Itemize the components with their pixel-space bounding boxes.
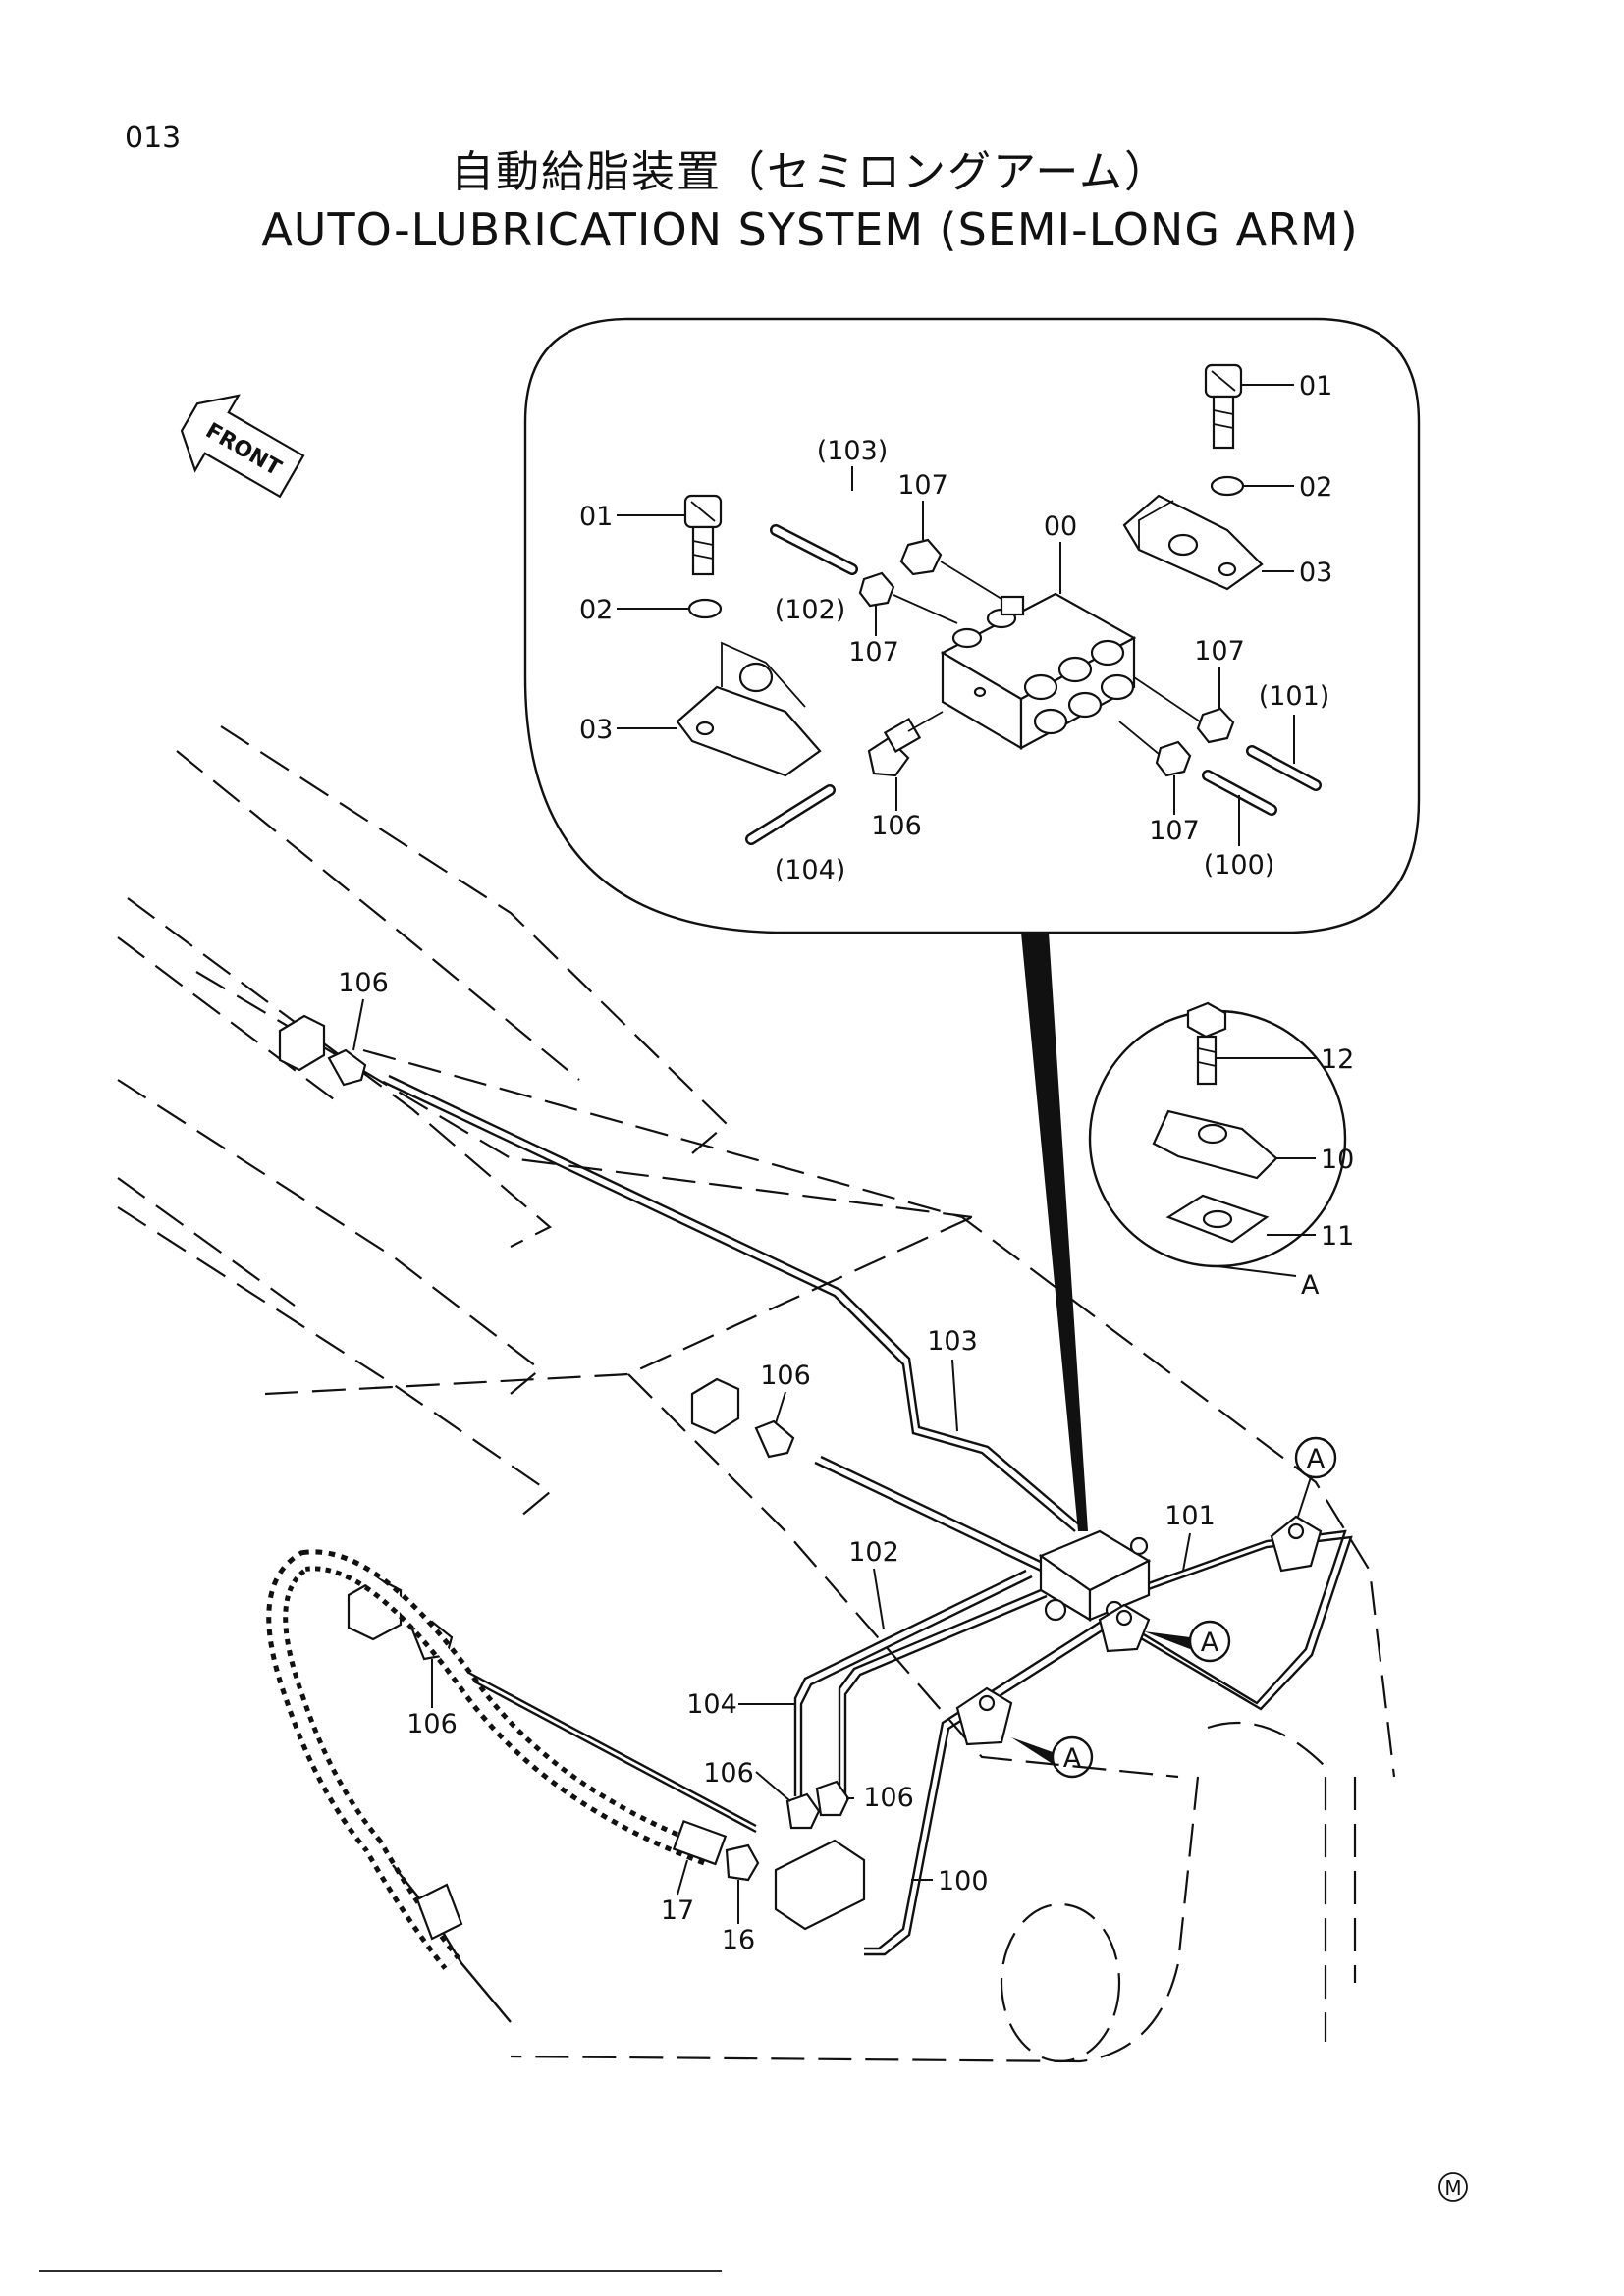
label-clamp: 10 — [1321, 1145, 1354, 1175]
pipe-clamp — [955, 1686, 1013, 1746]
fitting-block — [690, 1377, 795, 1459]
label-fitting-top-left: 106 — [338, 968, 389, 998]
label-pipe-101-detail: (101) — [1259, 681, 1330, 712]
label-bracket-left: 03 — [579, 715, 613, 745]
label-nut-right-top: 107 — [1194, 636, 1245, 667]
label-bolt-left: 01 — [579, 502, 613, 532]
bracket-icon — [1122, 494, 1264, 591]
label-fitting-low-left: 106 — [703, 1758, 754, 1789]
pipe-clamp — [1098, 1603, 1151, 1653]
bracket-icon — [676, 641, 822, 777]
label-nut-right-bottom: 107 — [1149, 816, 1200, 846]
label-pipe-103: 103 — [927, 1326, 978, 1357]
callout-a3: A — [1063, 1743, 1082, 1774]
label-fitting-left: 106 — [406, 1709, 458, 1739]
label-pipe-103-detail: (103) — [817, 436, 889, 466]
label-pipe-104: 104 — [686, 1689, 737, 1720]
label-fitting-mid: 106 — [760, 1361, 811, 1391]
detail-a-label: A — [1301, 1270, 1320, 1301]
clamp-icon — [1152, 1109, 1278, 1180]
washer-icon — [687, 598, 723, 619]
distributor-block-icon — [1038, 1529, 1152, 1622]
bolt-icon — [1204, 363, 1243, 450]
label-bolt-right: 01 — [1299, 371, 1332, 401]
distributor-block-icon — [940, 592, 1137, 750]
distributor-detail-view: 01 02 03 01 02 — [523, 317, 1421, 1531]
callout-a1: A — [1307, 1444, 1326, 1474]
boom-outline — [117, 725, 1396, 2063]
nut-icon — [1196, 707, 1235, 744]
clamp-detail-view: 12 10 11 A — [1088, 1001, 1354, 1301]
label-washer-right: 02 — [1299, 472, 1332, 503]
label-plate: 11 — [1321, 1221, 1354, 1252]
fitting-block — [774, 1780, 866, 1931]
bolt-icon — [683, 494, 723, 576]
mark-circle — [1438, 2172, 1468, 2202]
label-fitting-low-right: 106 — [863, 1783, 914, 1813]
label-fitting-detail: 106 — [871, 811, 922, 841]
label-pipe-104-detail: (104) — [775, 855, 846, 885]
label-pipe-100: 100 — [938, 1866, 989, 1896]
bolt-icon — [1186, 1001, 1227, 1039]
label-pipe-100-detail: (100) — [1204, 850, 1275, 881]
callout-a2: A — [1201, 1628, 1219, 1658]
nut-icon — [858, 571, 895, 608]
label-bracket-right: 03 — [1299, 558, 1332, 588]
label-hose-17: 17 — [661, 1896, 694, 1926]
pipe-clamp — [1270, 1515, 1323, 1573]
label-nut-top: 107 — [897, 470, 948, 501]
nut-icon — [899, 538, 943, 576]
callout-a-circle — [1294, 1436, 1337, 1479]
label-distributor: 00 — [1044, 511, 1077, 542]
label-clamp-bolt: 12 — [1321, 1044, 1354, 1075]
page-number: 013 — [125, 121, 181, 155]
washer-icon — [1210, 475, 1245, 497]
nut-icon — [1155, 740, 1192, 777]
label-pipe-102: 102 — [848, 1537, 899, 1568]
label-pipe-102-detail: (102) — [775, 595, 846, 625]
label-fitting-16: 16 — [722, 1925, 755, 1955]
title-english: AUTO-LUBRICATION SYSTEM (SEMI-LONG ARM) — [261, 203, 1358, 256]
fitting-icon — [867, 711, 944, 777]
hose-icon — [266, 1549, 728, 2023]
fitting-icon — [725, 1843, 760, 1882]
front-arrow-icon: FRONT — [180, 394, 305, 499]
lubrication-pipes — [382, 1074, 1353, 1956]
fitting-block — [278, 1014, 367, 1087]
label-pipe-101: 101 — [1164, 1501, 1216, 1531]
title-japanese: 自動給脂装置（セミロングアーム） — [451, 147, 1169, 197]
label-nut-left: 107 — [848, 637, 899, 667]
mark-label: M — [1444, 2176, 1461, 2200]
label-washer-left: 02 — [579, 595, 613, 625]
